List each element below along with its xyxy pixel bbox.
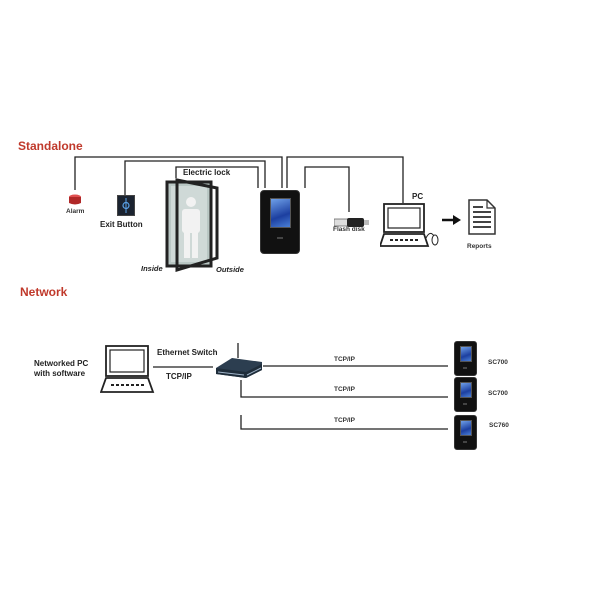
device-3-model-label: SC760 xyxy=(489,422,509,429)
alarm-label: Alarm xyxy=(66,208,85,215)
device-1-model-label: SC700 xyxy=(488,359,508,366)
flash-disk-label: Flash disk xyxy=(333,226,365,233)
door-icon xyxy=(163,178,223,273)
device-screen xyxy=(460,420,472,436)
device-sensor xyxy=(463,367,467,369)
link-1-protocol-label: TCP/IP xyxy=(334,356,355,363)
networked-pc-label-line2: with software xyxy=(34,369,86,378)
wire-alarm xyxy=(74,156,283,190)
pc-laptop-icon xyxy=(378,202,440,248)
pc-link-protocol-label: TCP/IP xyxy=(166,372,192,381)
device-sensor xyxy=(277,237,283,239)
device-2-model-label: SC700 xyxy=(488,390,508,397)
device-screen xyxy=(460,382,472,398)
sc700-device-2 xyxy=(454,377,477,412)
electric-lock-label: Electric lock xyxy=(183,168,231,177)
wire-flash-disk xyxy=(304,166,350,212)
inside-label: Inside xyxy=(141,264,163,273)
section-heading-network: Network xyxy=(20,285,68,299)
link-3-protocol-label: TCP/IP xyxy=(334,417,355,424)
ethernet-switch-icon xyxy=(214,356,264,380)
flash-disk-icon xyxy=(333,214,370,227)
wire-electric-lock xyxy=(175,166,259,188)
wire-exit-button xyxy=(124,160,266,196)
link-2-protocol-label: TCP/IP xyxy=(334,386,355,393)
wire-link-3 xyxy=(240,415,448,430)
arrow-icon xyxy=(442,215,461,225)
wire-link-2 xyxy=(240,380,448,398)
pc-label: PC xyxy=(412,192,424,201)
device-screen xyxy=(270,198,291,228)
exit-button-icon xyxy=(117,195,135,216)
device-sensor xyxy=(463,441,467,443)
exit-button-label: Exit Button xyxy=(100,220,143,229)
outside-label: Outside xyxy=(216,265,244,274)
section-heading-standalone: Standalone xyxy=(18,139,83,153)
report-document-icon xyxy=(467,198,497,236)
sc700-device-1 xyxy=(454,341,477,376)
access-control-device xyxy=(260,190,300,254)
networked-pc-label-line1: Networked PC xyxy=(34,359,89,368)
networked-pc-laptop-icon xyxy=(99,344,156,394)
ethernet-switch-label: Ethernet Switch xyxy=(157,348,218,357)
reports-label: Reports xyxy=(467,243,492,250)
device-screen xyxy=(460,346,472,362)
wire-pc xyxy=(286,156,404,203)
sc760-device-3 xyxy=(454,415,477,450)
device-sensor xyxy=(463,403,467,405)
alarm-icon xyxy=(66,193,84,205)
